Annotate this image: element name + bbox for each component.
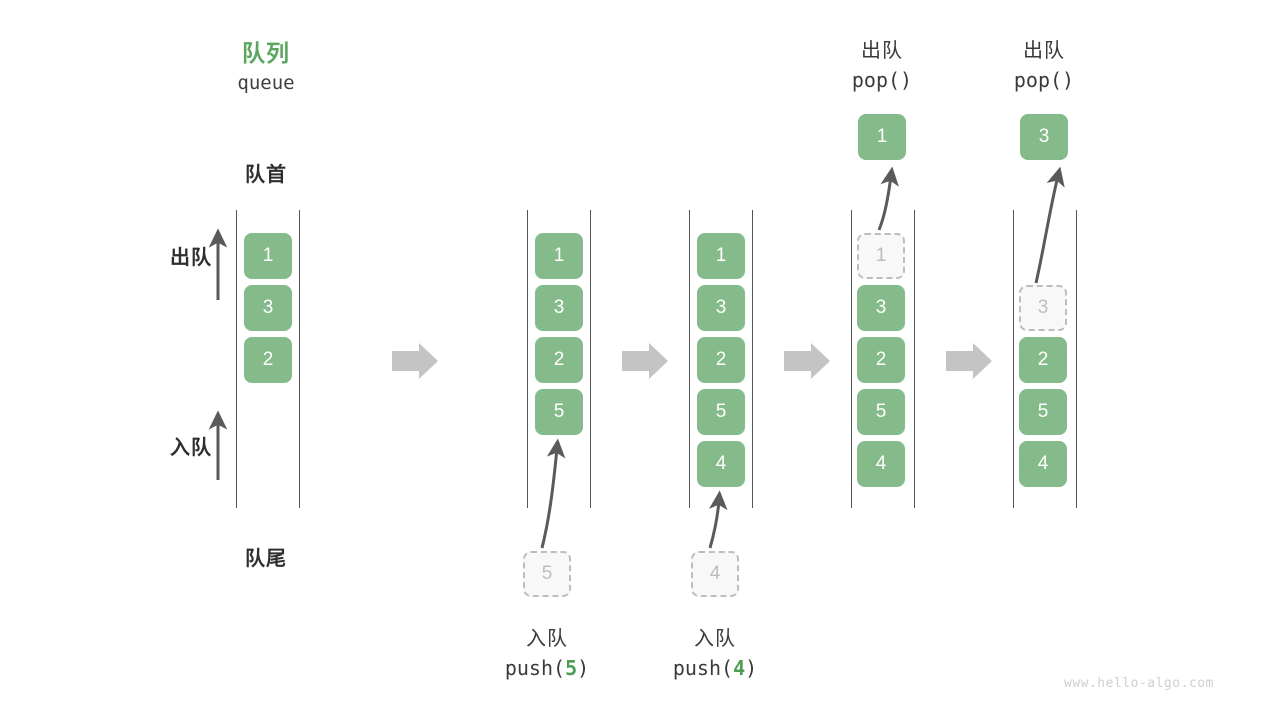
diagram-title-en: queue — [237, 72, 295, 94]
push-5-arrow — [540, 438, 566, 549]
rail-right — [299, 210, 300, 508]
queue-cell: 2 — [1019, 337, 1067, 383]
rail-left — [1013, 210, 1014, 508]
queue-cell-new: 5 — [535, 389, 583, 435]
incoming-element-ghost: 5 — [523, 551, 571, 597]
queue-cell: 2 — [697, 337, 745, 383]
push-op-code: push(4) — [635, 656, 795, 680]
incoming-element-ghost: 4 — [691, 551, 739, 597]
pop-1-arrow — [877, 166, 899, 231]
diagram-title-cn: 队列 — [242, 40, 290, 66]
rail-right — [590, 210, 591, 508]
queue-cell: 4 — [857, 441, 905, 487]
step-arrow-1 — [392, 343, 438, 379]
vacated-slot-ghost: 3 — [1019, 285, 1067, 331]
rail-right — [752, 210, 753, 508]
push-op-label: 入队 — [694, 628, 736, 650]
push-code-arg: 4 — [733, 656, 746, 680]
rail-left — [236, 210, 237, 508]
watermark: www.hello-algo.com — [1064, 676, 1214, 691]
push-code-prefix: push( — [672, 656, 734, 680]
queue-cell: 3 — [244, 285, 292, 331]
queue-cell: 3 — [697, 285, 745, 331]
push-code-arg: 5 — [565, 656, 578, 680]
queue-cell: 5 — [857, 389, 905, 435]
push-code-suffix: ) — [745, 656, 758, 680]
pop-op-code: pop() — [1013, 68, 1075, 92]
rear-label: 队尾 — [245, 548, 287, 570]
push-op-label: 入队 — [526, 628, 568, 650]
enqueue-side-label: 入队 — [170, 437, 212, 459]
queue-cell: 2 — [535, 337, 583, 383]
popped-element: 1 — [858, 114, 906, 160]
queue-cell: 1 — [535, 233, 583, 279]
queue-cell: 3 — [857, 285, 905, 331]
queue-cell: 3 — [535, 285, 583, 331]
step-arrow-3 — [784, 343, 830, 379]
step-arrow-4 — [946, 343, 992, 379]
pop-3-arrow — [1034, 166, 1065, 284]
push-4-arrow — [708, 490, 728, 549]
queue-cell: 1 — [244, 233, 292, 279]
queue-cell: 1 — [697, 233, 745, 279]
push-code-suffix: ) — [577, 656, 590, 680]
popped-element: 3 — [1020, 114, 1068, 160]
queue-cell: 2 — [857, 337, 905, 383]
queue-cell: 5 — [1019, 389, 1067, 435]
front-label: 队首 — [245, 164, 287, 186]
rail-right — [1076, 210, 1077, 508]
queue-cell: 2 — [244, 337, 292, 383]
queue-cell: 5 — [697, 389, 745, 435]
rail-right — [914, 210, 915, 508]
rail-left — [689, 210, 690, 508]
pop-op-label: 出队 — [1023, 40, 1065, 62]
push-op-code: push(5) — [467, 656, 627, 680]
rail-left — [851, 210, 852, 508]
push-code-prefix: push( — [504, 656, 566, 680]
pop-op-code: pop() — [851, 68, 913, 92]
dequeue-side-label: 出队 — [170, 247, 212, 269]
vacated-slot-ghost: 1 — [857, 233, 905, 279]
step-arrow-2 — [622, 343, 668, 379]
queue-cell: 4 — [1019, 441, 1067, 487]
rail-left — [527, 210, 528, 508]
pop-op-label: 出队 — [861, 40, 903, 62]
queue-cell-new: 4 — [697, 441, 745, 487]
